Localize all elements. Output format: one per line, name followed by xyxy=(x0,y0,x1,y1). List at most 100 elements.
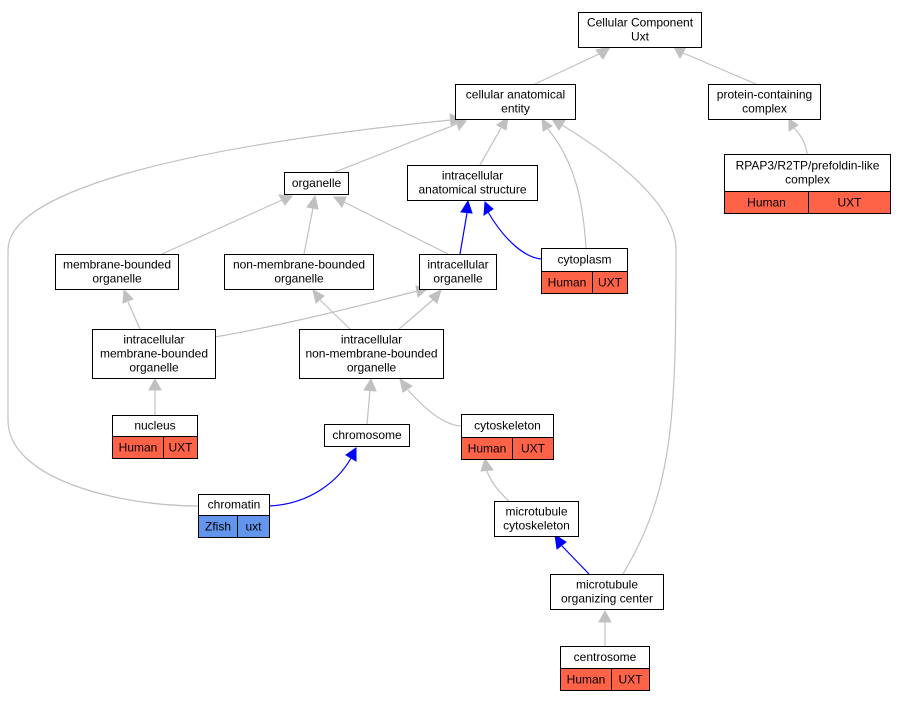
node-label-line: membrane-bounded xyxy=(63,258,171,272)
node-label-line: non-membrane-bounded xyxy=(233,258,365,272)
node-label-line: complex xyxy=(742,102,787,116)
node-label-line: microtubule xyxy=(576,578,638,592)
edge-line xyxy=(7,119,452,507)
arrowhead xyxy=(551,118,566,131)
node-box xyxy=(419,254,497,290)
edge-cytoplasm-to-ias xyxy=(483,200,542,260)
annotation-label: Zfish xyxy=(205,520,231,534)
edge-line xyxy=(792,126,808,155)
node-label-line: Uxt xyxy=(631,30,650,44)
arrowhead xyxy=(480,457,494,472)
edge-centrosome-to-mtoc xyxy=(598,609,612,646)
annotation-label: UXT xyxy=(838,196,863,210)
arrowhead xyxy=(312,289,325,304)
edge-line xyxy=(479,127,502,166)
arrowhead xyxy=(598,609,612,623)
node-label-line: intracellular xyxy=(341,333,402,347)
edge-line xyxy=(486,470,510,502)
annotation-cell xyxy=(808,191,891,214)
arrowhead xyxy=(306,194,319,210)
edge-line xyxy=(534,53,600,85)
node-organelle[interactable]: organelle xyxy=(284,172,349,195)
edge-io-to-organelle xyxy=(332,196,449,255)
node-label-line: entity xyxy=(501,102,530,116)
annotation-cell xyxy=(163,436,198,459)
arrowhead xyxy=(278,194,293,206)
edge-line xyxy=(127,301,141,330)
annotation-cell xyxy=(611,668,650,691)
node-label-line: intracellular xyxy=(427,258,488,272)
edge-cytoskeleton-to-inmbo xyxy=(399,377,462,427)
node-label-line: RPAP3/R2TP/prefoldin-like xyxy=(736,159,880,173)
node-label-line: organelle xyxy=(347,361,397,375)
node-inmbo[interactable]: intracellularnon-membrane-boundedorganel… xyxy=(299,329,444,379)
edge-mbo-to-organelle xyxy=(161,194,293,255)
node-box xyxy=(55,254,179,290)
edge-io-to-ias xyxy=(459,199,473,255)
node-label-line: non-membrane-bounded xyxy=(305,347,437,361)
edge-organelle-to-cae xyxy=(334,118,467,173)
edges-layer xyxy=(7,46,808,646)
edge-line xyxy=(682,52,757,85)
node-chromosome[interactable]: chromosome xyxy=(324,424,410,447)
edge-line xyxy=(343,201,449,255)
node-label-line: intracellular xyxy=(442,169,503,183)
node-label-line: cellular anatomical xyxy=(466,88,565,102)
arrowhead xyxy=(788,118,799,132)
annotation-label: UXT xyxy=(521,442,546,456)
node-box xyxy=(578,12,702,48)
node-label-line: organelle xyxy=(292,176,342,190)
node-label-line: chromosome xyxy=(332,428,402,442)
edge-chromosome-to-inmbo xyxy=(363,377,377,425)
node-label-line: centrosome xyxy=(574,650,637,664)
annotation-label: UXT xyxy=(619,673,644,687)
arrowhead xyxy=(541,117,553,132)
edge-rpap-to-pcc xyxy=(788,118,808,155)
node-box xyxy=(708,84,821,120)
arrowhead xyxy=(496,115,509,131)
edge-line xyxy=(561,124,677,575)
node-label-line: nucleus xyxy=(134,419,175,433)
edge-line xyxy=(459,212,468,255)
annotation-label: Human xyxy=(567,673,606,687)
edge-line xyxy=(161,199,283,255)
node-label-line: organelle xyxy=(129,361,179,375)
annotation-cell xyxy=(512,437,554,460)
arrowhead xyxy=(460,199,473,214)
edge-line xyxy=(334,123,458,173)
annotation-label: UXT xyxy=(598,276,623,290)
edge-line xyxy=(319,299,351,330)
arrowhead xyxy=(122,288,134,304)
node-label-line: complex xyxy=(785,173,830,187)
arrowhead xyxy=(399,377,413,393)
annotation-label: Human xyxy=(468,442,507,456)
node-box xyxy=(284,172,349,195)
edge-line xyxy=(547,128,587,249)
edge-line xyxy=(214,290,418,338)
node-label-line: organelle xyxy=(274,272,324,286)
arrowhead xyxy=(363,377,377,392)
node-box xyxy=(324,424,410,447)
arrowhead xyxy=(673,46,687,60)
annotation-label: Human xyxy=(119,441,158,455)
edge-chromatin-to-chromosome xyxy=(268,447,357,507)
node-label-line: organelle xyxy=(433,272,483,286)
node-box xyxy=(550,574,664,610)
